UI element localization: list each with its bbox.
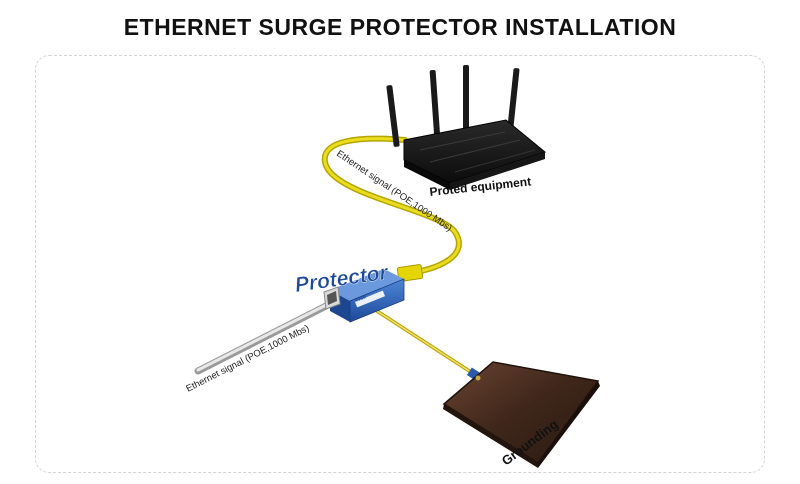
grounding-wire [359, 298, 480, 380]
grounding-plate [442, 361, 600, 468]
surge-protector-device [323, 269, 405, 323]
signal-label-lower: Ethernet signal (POE,1000 Mbs) [184, 323, 311, 395]
ethernet-cable-yellow [321, 135, 462, 282]
device-brand-label: TVGB [355, 294, 367, 303]
router-device [386, 65, 547, 190]
incoming-cable [194, 300, 334, 375]
diagram-panel [35, 55, 765, 473]
page-title: ETHERNET SURGE PROTECTOR INSTALLATION [123, 14, 677, 40]
